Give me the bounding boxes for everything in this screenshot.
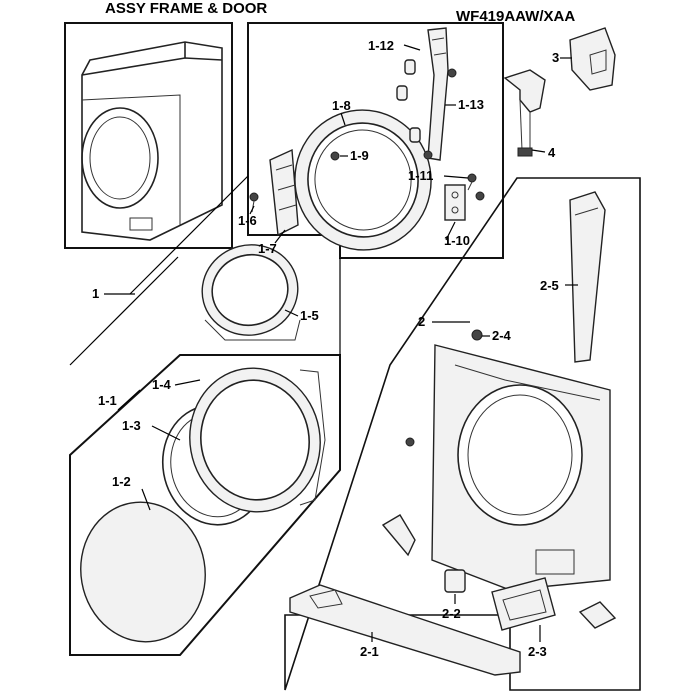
- callout-1-13: 1-13: [458, 97, 484, 112]
- callout-2-3: 2-3: [528, 644, 547, 659]
- callout-1-3: 1-3: [122, 418, 141, 433]
- outer-door-panel: [69, 354, 341, 656]
- washer-overview-panel: [64, 22, 233, 249]
- callout-1-11: 1-11: [408, 168, 433, 183]
- callout-4: 4: [548, 145, 556, 160]
- callout-2-1: 2-1: [360, 644, 379, 659]
- callout-2-4: 2-4: [492, 328, 512, 343]
- gasket-part: [201, 244, 301, 341]
- callout-1-9: 1-9: [350, 148, 369, 163]
- group-outline-1: [69, 175, 341, 366]
- callout-1-5: 1-5: [300, 308, 319, 323]
- callout-1-1: 1-1: [98, 393, 117, 408]
- diagram-title: ASSY FRAME & DOOR: [105, 0, 267, 17]
- model-number: WF419AAW/XAA: [456, 8, 575, 25]
- callout-labels: 1 1-1 1-2 1-3 1-4 1-5 1-6 1-7 1-8 1-9 1-…: [92, 38, 559, 659]
- top-right-parts: [503, 27, 616, 157]
- callout-2-2: 2-2: [442, 606, 461, 621]
- front-panel-section: [284, 177, 641, 691]
- callout-2: 2: [418, 314, 425, 329]
- callout-1: 1: [92, 286, 99, 301]
- callout-1-4: 1-4: [152, 377, 172, 392]
- callout-1-6: 1-6: [238, 213, 257, 228]
- callout-2-5: 2-5: [540, 278, 559, 293]
- door-assembly-panel: [247, 22, 504, 259]
- callout-1-8: 1-8: [332, 98, 351, 113]
- callout-1-7: 1-7: [258, 241, 277, 256]
- callout-1-10: 1-10: [444, 233, 470, 248]
- callout-1-2: 1-2: [112, 474, 131, 489]
- callout-3: 3: [552, 50, 559, 65]
- leader-lines: [104, 44, 578, 642]
- callout-1-12: 1-12: [368, 38, 394, 53]
